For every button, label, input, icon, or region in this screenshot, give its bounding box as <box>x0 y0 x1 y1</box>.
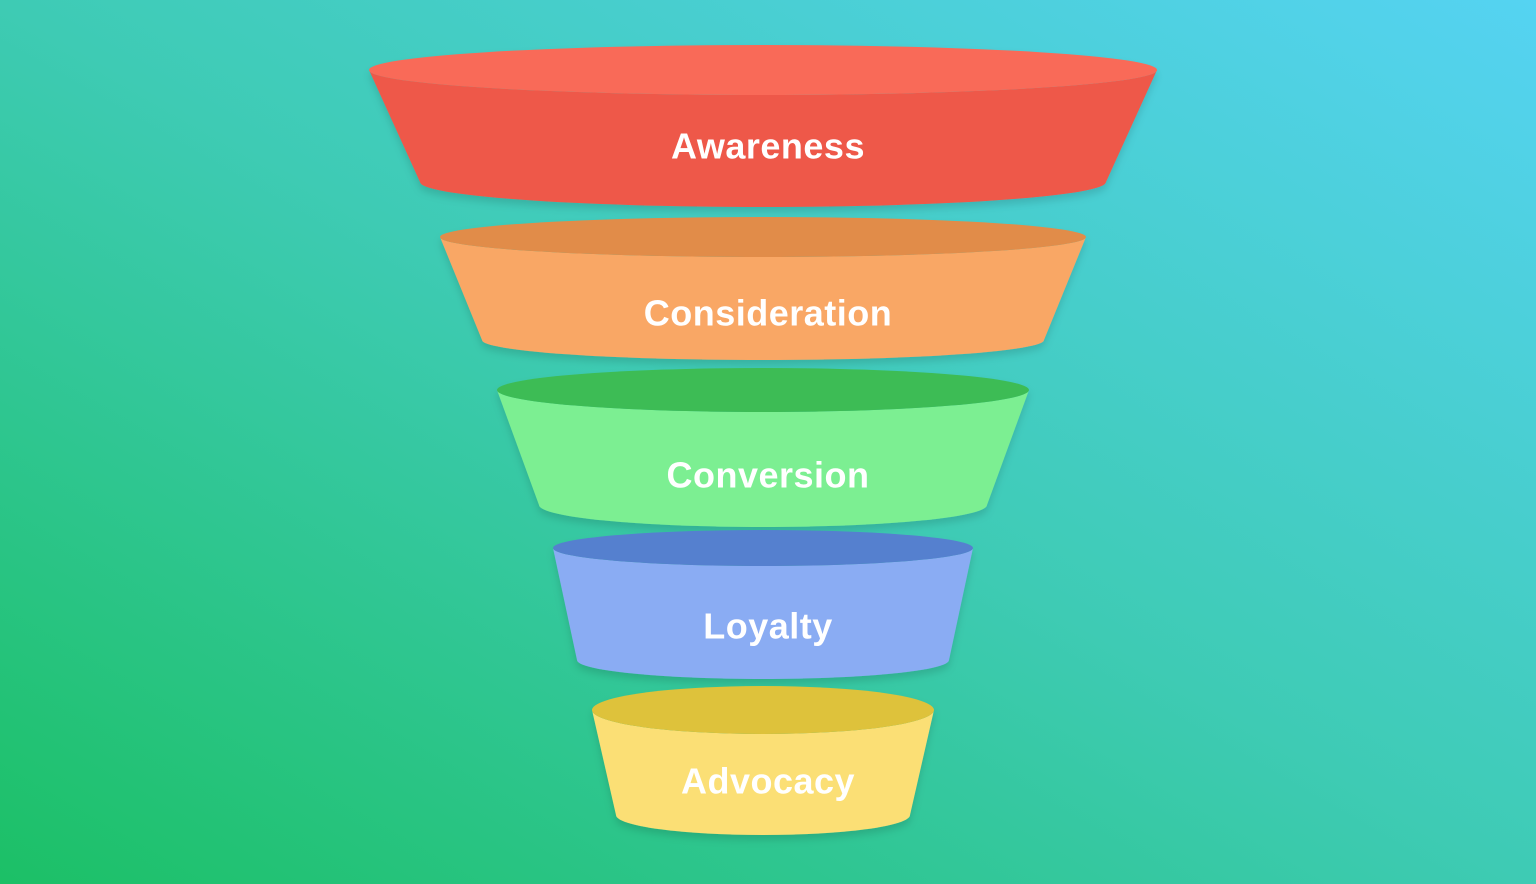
stage-label: Consideration <box>644 293 893 334</box>
stage-label: Loyalty <box>703 606 833 647</box>
funnel-stage-consideration: Consideration <box>440 217 1086 360</box>
stage-body <box>440 237 1086 360</box>
funnel-stage-awareness: Awareness <box>369 45 1157 207</box>
stage-top-ellipse <box>369 45 1157 95</box>
stage-body <box>553 548 973 679</box>
stage-top-ellipse <box>592 686 934 734</box>
stage-label: Advocacy <box>681 761 855 802</box>
stage-top-ellipse <box>497 368 1029 412</box>
stage-body <box>497 390 1029 527</box>
stage-label: Conversion <box>666 455 869 496</box>
funnel-stage-conversion: Conversion <box>497 368 1029 527</box>
stage-body <box>592 710 934 835</box>
stage-top-ellipse <box>553 530 973 566</box>
stage-body <box>369 70 1157 207</box>
stage-top-ellipse <box>440 217 1086 257</box>
stage-label: Awareness <box>671 126 865 167</box>
funnel-stage-advocacy: Advocacy <box>592 686 934 835</box>
funnel-stage-loyalty: Loyalty <box>553 530 973 679</box>
